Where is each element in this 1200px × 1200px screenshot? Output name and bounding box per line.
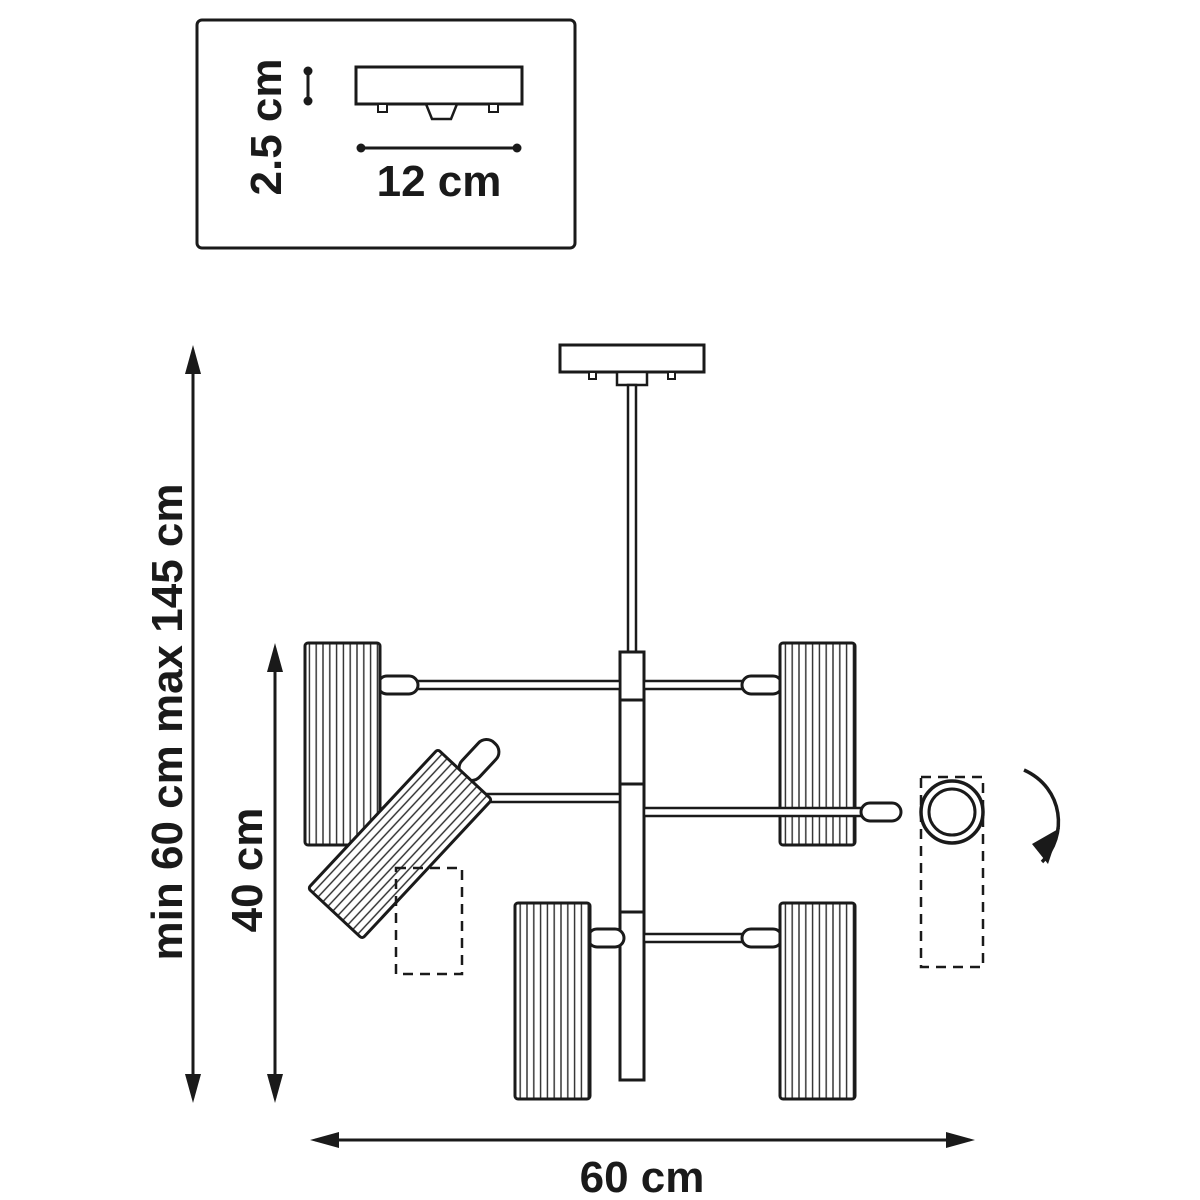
canopy-screw-right [667,371,676,380]
arm-top-tier [376,674,784,696]
arrow-up [267,643,283,672]
inset-height-label: 2.5 cm [242,59,291,196]
arm-middle-tier [471,792,903,823]
arm-bottom-tier [586,927,784,949]
shade-bottom-right [778,901,857,1101]
inset-height-dimension: 2.5 cm [242,59,313,196]
arm-tube-right [642,932,746,944]
canopy-screw-left [588,371,597,380]
lamp-end-view [919,779,985,845]
ceiling-canopy [558,343,706,387]
arrow-left [310,1132,339,1148]
inset-width-label: 12 cm [377,157,502,206]
arrow-right [946,1132,975,1148]
dimension-dot [303,66,313,76]
shade-tilted-group [307,749,493,939]
width-dimension: 60 cm [310,1132,975,1200]
shade-bottom-center [513,901,592,1101]
dimension-dot [303,96,313,106]
canopy-plate [354,65,524,106]
inset-panel: 2.5 cm 12 cm [195,18,577,250]
arrow-down [185,1074,201,1103]
fixture [303,343,985,1101]
arrow-up [185,345,201,374]
inset-width-dimension: 12 cm [356,143,522,206]
width-label: 60 cm [580,1153,705,1200]
central-column [618,650,646,1082]
shade-top-right [778,641,857,847]
down-rod [626,383,638,655]
shade-tilted [307,749,493,939]
ghost-position-left [394,866,464,976]
canopy-screw-left [377,103,388,113]
arm-tube-left [414,679,622,691]
canopy-stem-connector [615,370,649,387]
lamp-ring-inner [927,787,977,837]
overall-height-dimension: min 60 cm max 145 cm [143,345,201,1103]
body-height-dimension: 40 cm [223,643,283,1103]
dimension-dot [512,143,522,153]
arm-socket-right [740,674,784,696]
arm-socket-right [740,927,784,949]
overall-height-label: min 60 cm max 145 cm [143,484,192,961]
arrow-down [267,1074,283,1103]
arm-tube-right [642,806,865,818]
canopy-top-view [354,65,524,121]
arm-tube-right [642,679,746,691]
arm-socket-right [859,801,903,823]
arm-socket-left [586,927,626,949]
body-height-label: 40 cm [223,808,272,933]
canopy-stem-connector [424,102,459,121]
canopy-screw-right [488,103,499,113]
shade-top-left [303,641,382,847]
canopy-plate [558,343,706,374]
arm-socket-left [376,674,420,696]
rotation-arrow-head [1032,828,1060,864]
ghost-position-right [919,775,985,969]
arm-tube-left [471,792,622,804]
rotation-arrow-icon [1023,768,1061,864]
dimension-dot [356,143,366,153]
